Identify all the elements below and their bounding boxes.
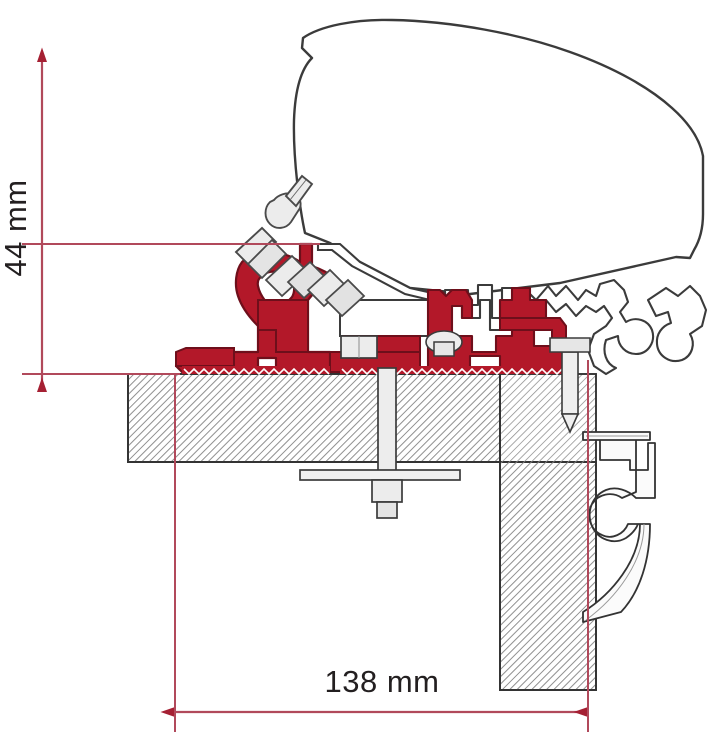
bolt-shank <box>377 367 397 473</box>
pin-body <box>561 351 579 415</box>
vehicle-roof-rail-profile <box>443 278 708 376</box>
through-bolt-with-nut <box>299 335 461 519</box>
curved-gutter-rail-profile <box>582 431 656 623</box>
pin-head <box>549 337 591 353</box>
dimension-vertical-44mm: 44 mm <box>0 47 320 392</box>
tensioner-arm-assembly <box>234 174 366 318</box>
dim-horizontal-label: 138 mm <box>325 664 440 699</box>
bolt-nut <box>371 479 403 503</box>
bracket-serration <box>182 366 568 376</box>
canopy-outline-path <box>292 18 705 296</box>
serration-teeth-left <box>183 367 330 376</box>
tensioner-centerline <box>289 179 307 201</box>
gutter-outline <box>582 431 656 623</box>
small-bolt-stem <box>433 341 455 357</box>
tensioner-block-b <box>246 238 288 280</box>
roof-slab <box>127 373 501 463</box>
tensioner-block-f <box>324 278 366 318</box>
roof-rail-small-bolt <box>425 330 463 357</box>
roof-rail-path-b <box>646 284 708 363</box>
bolt-washer-plate <box>299 469 461 481</box>
awning-roller-housing-outline <box>292 18 705 296</box>
dimension-horizontal-138mm: 138 mm <box>160 360 589 732</box>
bracket-left-foot <box>175 347 235 367</box>
wall-slab <box>499 373 597 691</box>
tensioner-rod <box>284 174 314 208</box>
bracket-web <box>257 299 309 353</box>
tensioner-block-a <box>234 226 278 268</box>
gutter-inner-line <box>585 435 648 621</box>
roof-rail-path-a <box>443 278 655 376</box>
pin-tip <box>560 413 580 434</box>
bolt-thread-end <box>376 501 398 519</box>
dim-vertical-label: 44 mm <box>0 179 33 276</box>
right-fastener-pin <box>549 337 591 434</box>
